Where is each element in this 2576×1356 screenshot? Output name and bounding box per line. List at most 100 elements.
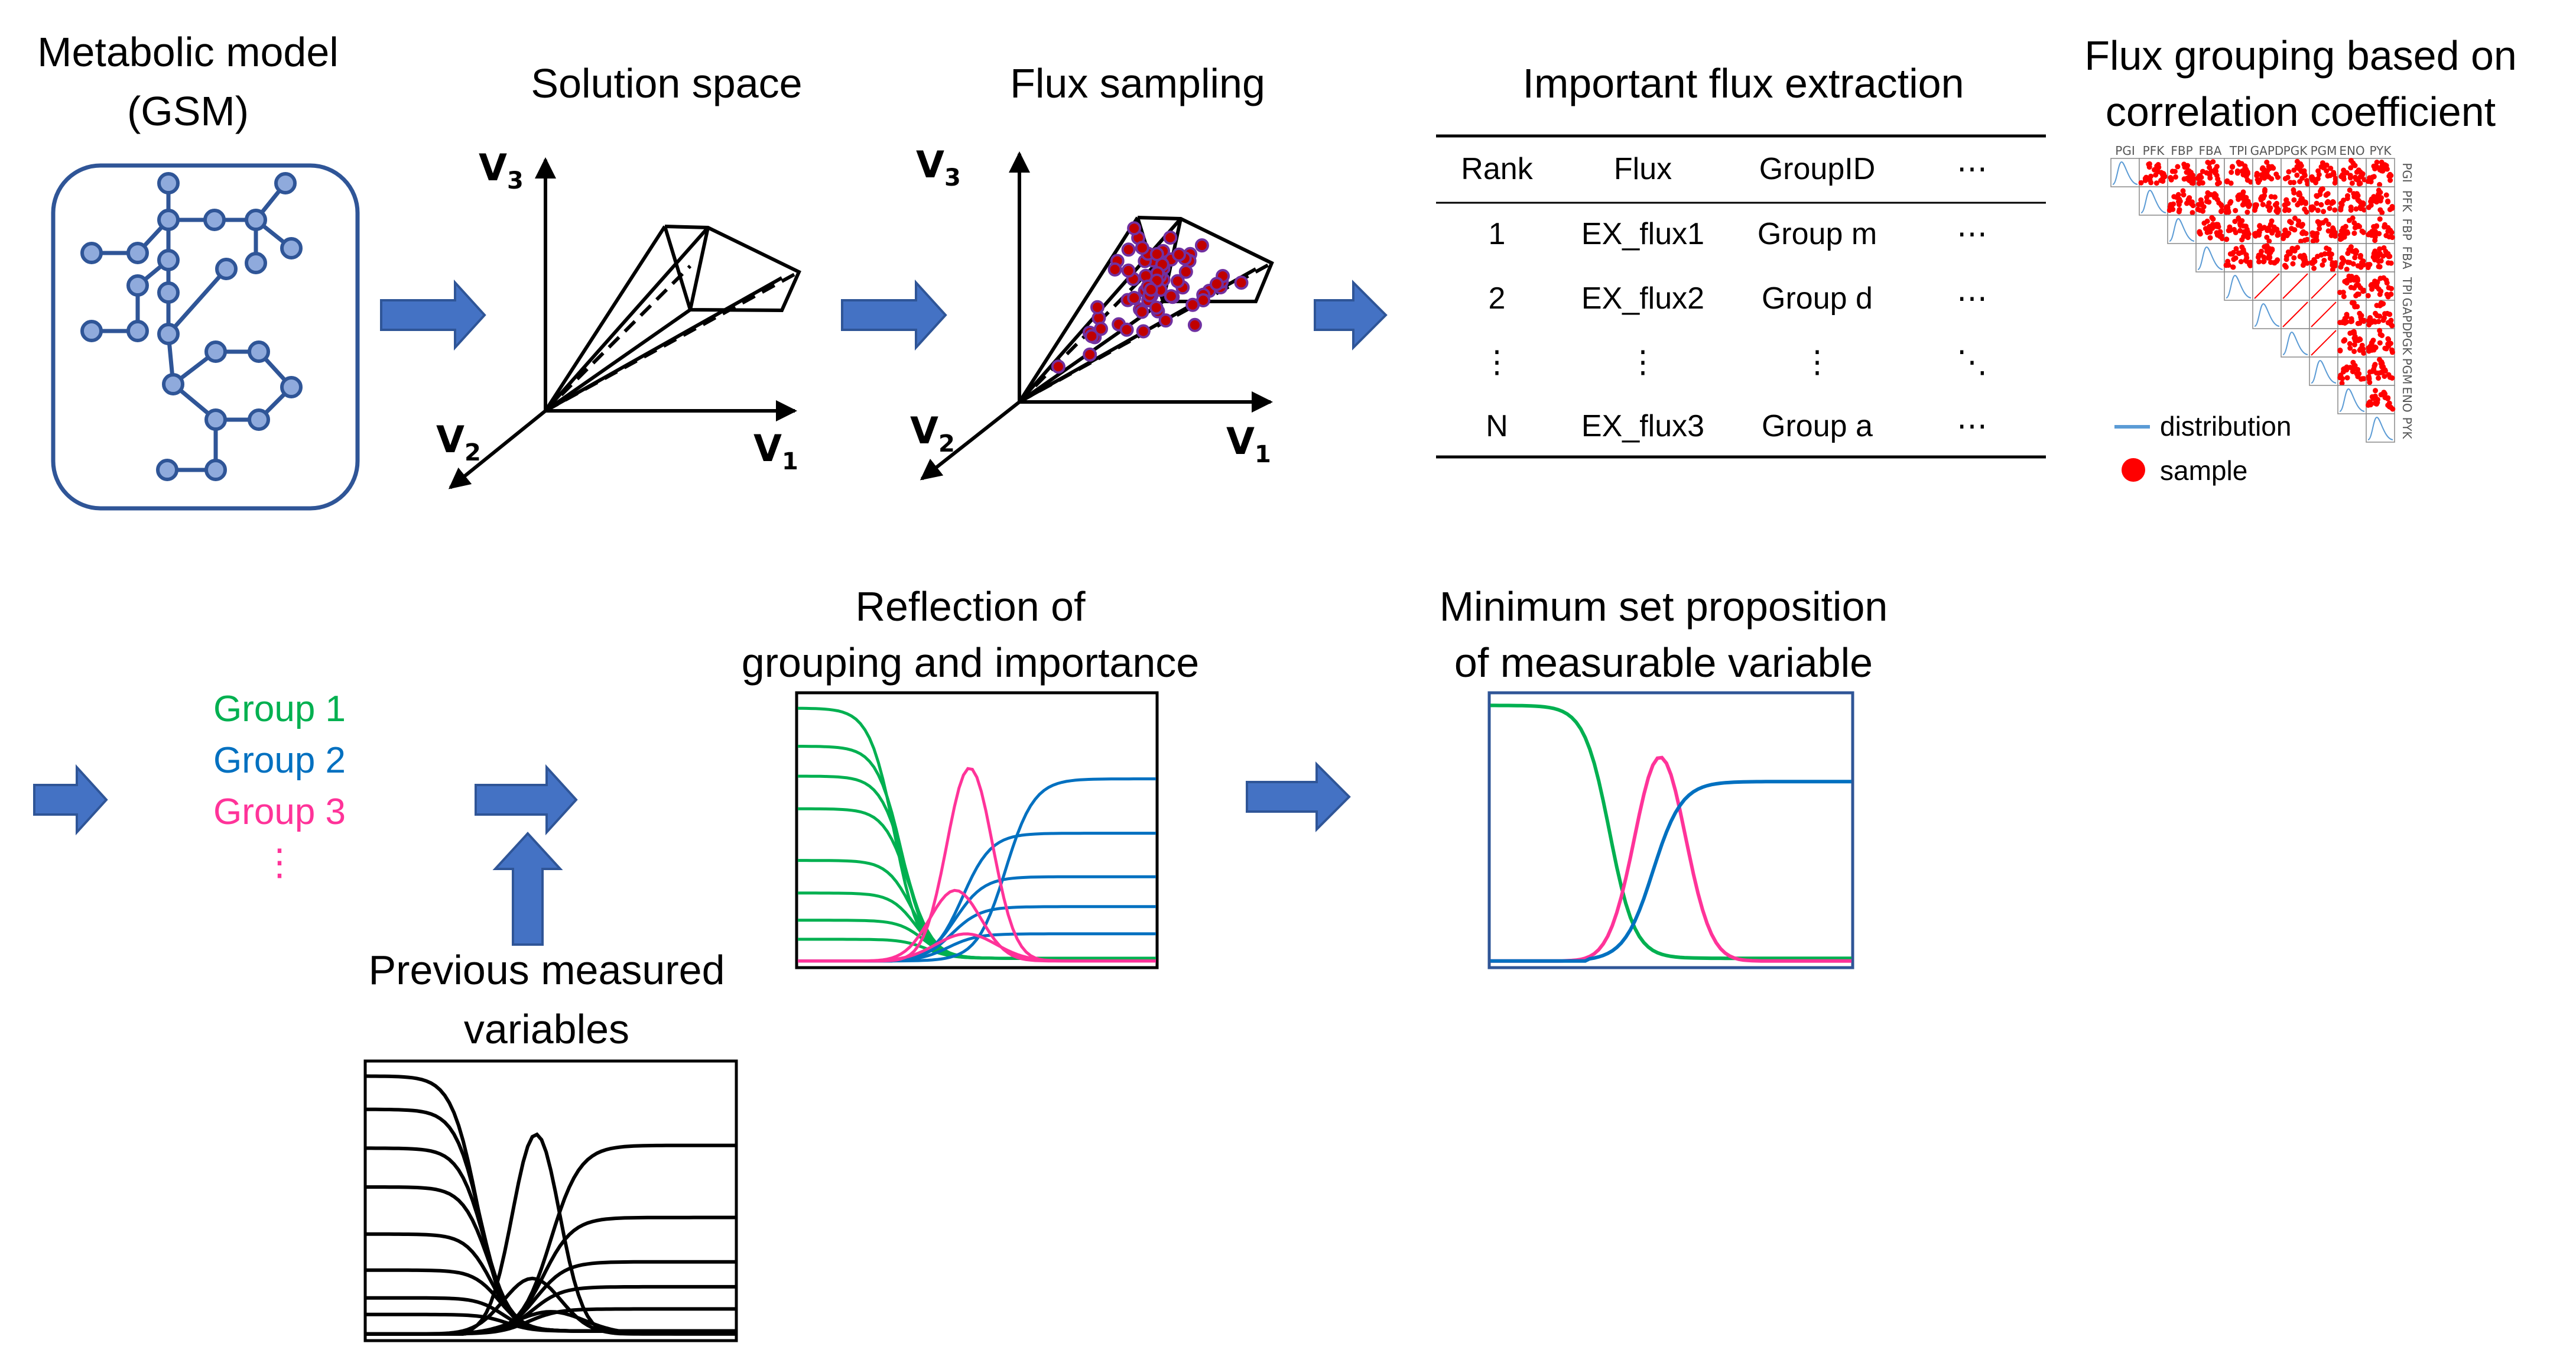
table-row: 1 EX_flux1 Group m ⋯	[1489, 217, 1987, 251]
matrix-cell	[2252, 300, 2282, 329]
sample-dot	[2374, 160, 2380, 165]
solution-space-polytope	[544, 225, 801, 413]
sample-dot	[2339, 255, 2345, 261]
sample-dot	[2365, 179, 2371, 184]
sample-dot	[2372, 248, 2378, 254]
sample-dot	[2240, 223, 2246, 229]
sampling-v1-label: V1	[1226, 420, 1271, 468]
sample-dot	[2341, 232, 2347, 238]
sample-dot	[2317, 192, 2323, 197]
sample-dot	[2214, 222, 2220, 228]
sample-dot	[2318, 220, 2324, 226]
sample-dot	[2325, 221, 2331, 227]
matrix-row-label: FBA	[2400, 246, 2414, 270]
sample-dot	[2352, 303, 2358, 309]
groups-more: ⋮	[261, 842, 298, 883]
sample-dot	[2312, 237, 2318, 243]
sample-dot	[2304, 178, 2310, 184]
sample-dot	[2225, 205, 2231, 210]
row4-more: ⋯	[1957, 409, 1987, 443]
sample-dot	[2217, 233, 2223, 239]
sample-dot	[2350, 261, 2356, 267]
sample-dot	[2259, 172, 2264, 178]
sample-trend	[2254, 273, 2280, 299]
table-row: 2 EX_flux2 Group d ⋯	[1489, 281, 1987, 316]
minimum-curves	[1490, 703, 1851, 963]
sample-dot	[2219, 207, 2225, 213]
sample-dot	[2243, 252, 2249, 258]
sample-point	[1158, 313, 1173, 328]
sample-trend	[2311, 273, 2337, 299]
sample-dot	[2262, 167, 2268, 173]
arrow-right-5	[475, 764, 578, 836]
matrix-row-label: ENO	[2400, 387, 2414, 412]
sample-dot	[2337, 348, 2343, 353]
sample-dot	[2229, 170, 2234, 175]
sample-dot	[2324, 192, 2330, 197]
sample-dot	[2387, 206, 2393, 212]
sample-dot	[2230, 264, 2236, 270]
matrix-row-label: PFK	[2400, 190, 2414, 213]
sample-dot	[2256, 228, 2262, 234]
sample-dot	[2217, 229, 2223, 235]
sample-dot	[2367, 262, 2373, 267]
sample-dot	[2374, 313, 2380, 319]
sample-dot	[2367, 369, 2373, 375]
sample-dot	[2265, 255, 2271, 261]
sample-dot	[2351, 349, 2357, 354]
sample-dot	[2324, 162, 2330, 168]
matrix-row-label: GAPD	[2400, 298, 2414, 332]
sample-dot	[2361, 288, 2367, 294]
sample-dot	[2376, 190, 2382, 196]
sample-point	[1149, 300, 1164, 315]
sample-point	[1187, 317, 1202, 332]
solution-space-title: Solution space	[531, 60, 802, 106]
sample-dot	[2264, 248, 2270, 254]
sample-dot	[2273, 171, 2279, 177]
black-curve	[366, 1312, 735, 1333]
previous-title-line1: Previous measured	[368, 947, 725, 993]
sample-dot	[2347, 365, 2353, 371]
sample-dot	[2366, 345, 2372, 351]
sample-dot	[2282, 228, 2288, 234]
sample-dot	[2328, 228, 2334, 234]
sample-dot	[2382, 390, 2387, 396]
sample-dot	[2287, 219, 2293, 225]
sample-dot	[2234, 168, 2240, 174]
sample-dot	[2377, 216, 2383, 222]
sample-dot	[2301, 229, 2306, 235]
sample-dot	[2210, 225, 2216, 231]
sample-dot	[2190, 210, 2195, 216]
sample-point	[1121, 242, 1136, 257]
sample-dot	[2223, 209, 2229, 215]
distribution-curve	[2140, 189, 2166, 213]
sample-dot	[2384, 291, 2390, 297]
sample-dot	[2385, 251, 2391, 257]
sample-dot	[2354, 283, 2359, 288]
sample-dot	[2358, 264, 2364, 270]
sample-point	[1135, 304, 1149, 319]
sample-dot	[2303, 259, 2309, 265]
group-1-label: Group 1	[213, 689, 346, 729]
matrix-col-label: GAPD	[2250, 144, 2284, 158]
sample-dot	[2338, 200, 2344, 206]
sample-dot	[2372, 238, 2378, 244]
distribution-curve	[2197, 246, 2223, 270]
sample-legend-dot	[2122, 458, 2145, 482]
sample-dot	[2171, 201, 2177, 207]
sample-dot	[2188, 201, 2194, 207]
sample-dot	[2287, 251, 2293, 257]
sample-dot	[2291, 187, 2296, 193]
flux-sampling-axes	[920, 151, 1273, 481]
sample-dot	[2353, 206, 2359, 212]
sample-dot	[2330, 260, 2335, 266]
sample-dot	[2260, 202, 2266, 207]
sample-dot	[2314, 200, 2320, 206]
sample-dot	[2298, 197, 2304, 203]
sample-dot	[2239, 195, 2245, 201]
sample-dot	[2383, 192, 2389, 198]
sample-dot	[2270, 165, 2276, 171]
row2-group: Group d	[1762, 281, 1873, 316]
sample-dot	[2314, 231, 2320, 236]
